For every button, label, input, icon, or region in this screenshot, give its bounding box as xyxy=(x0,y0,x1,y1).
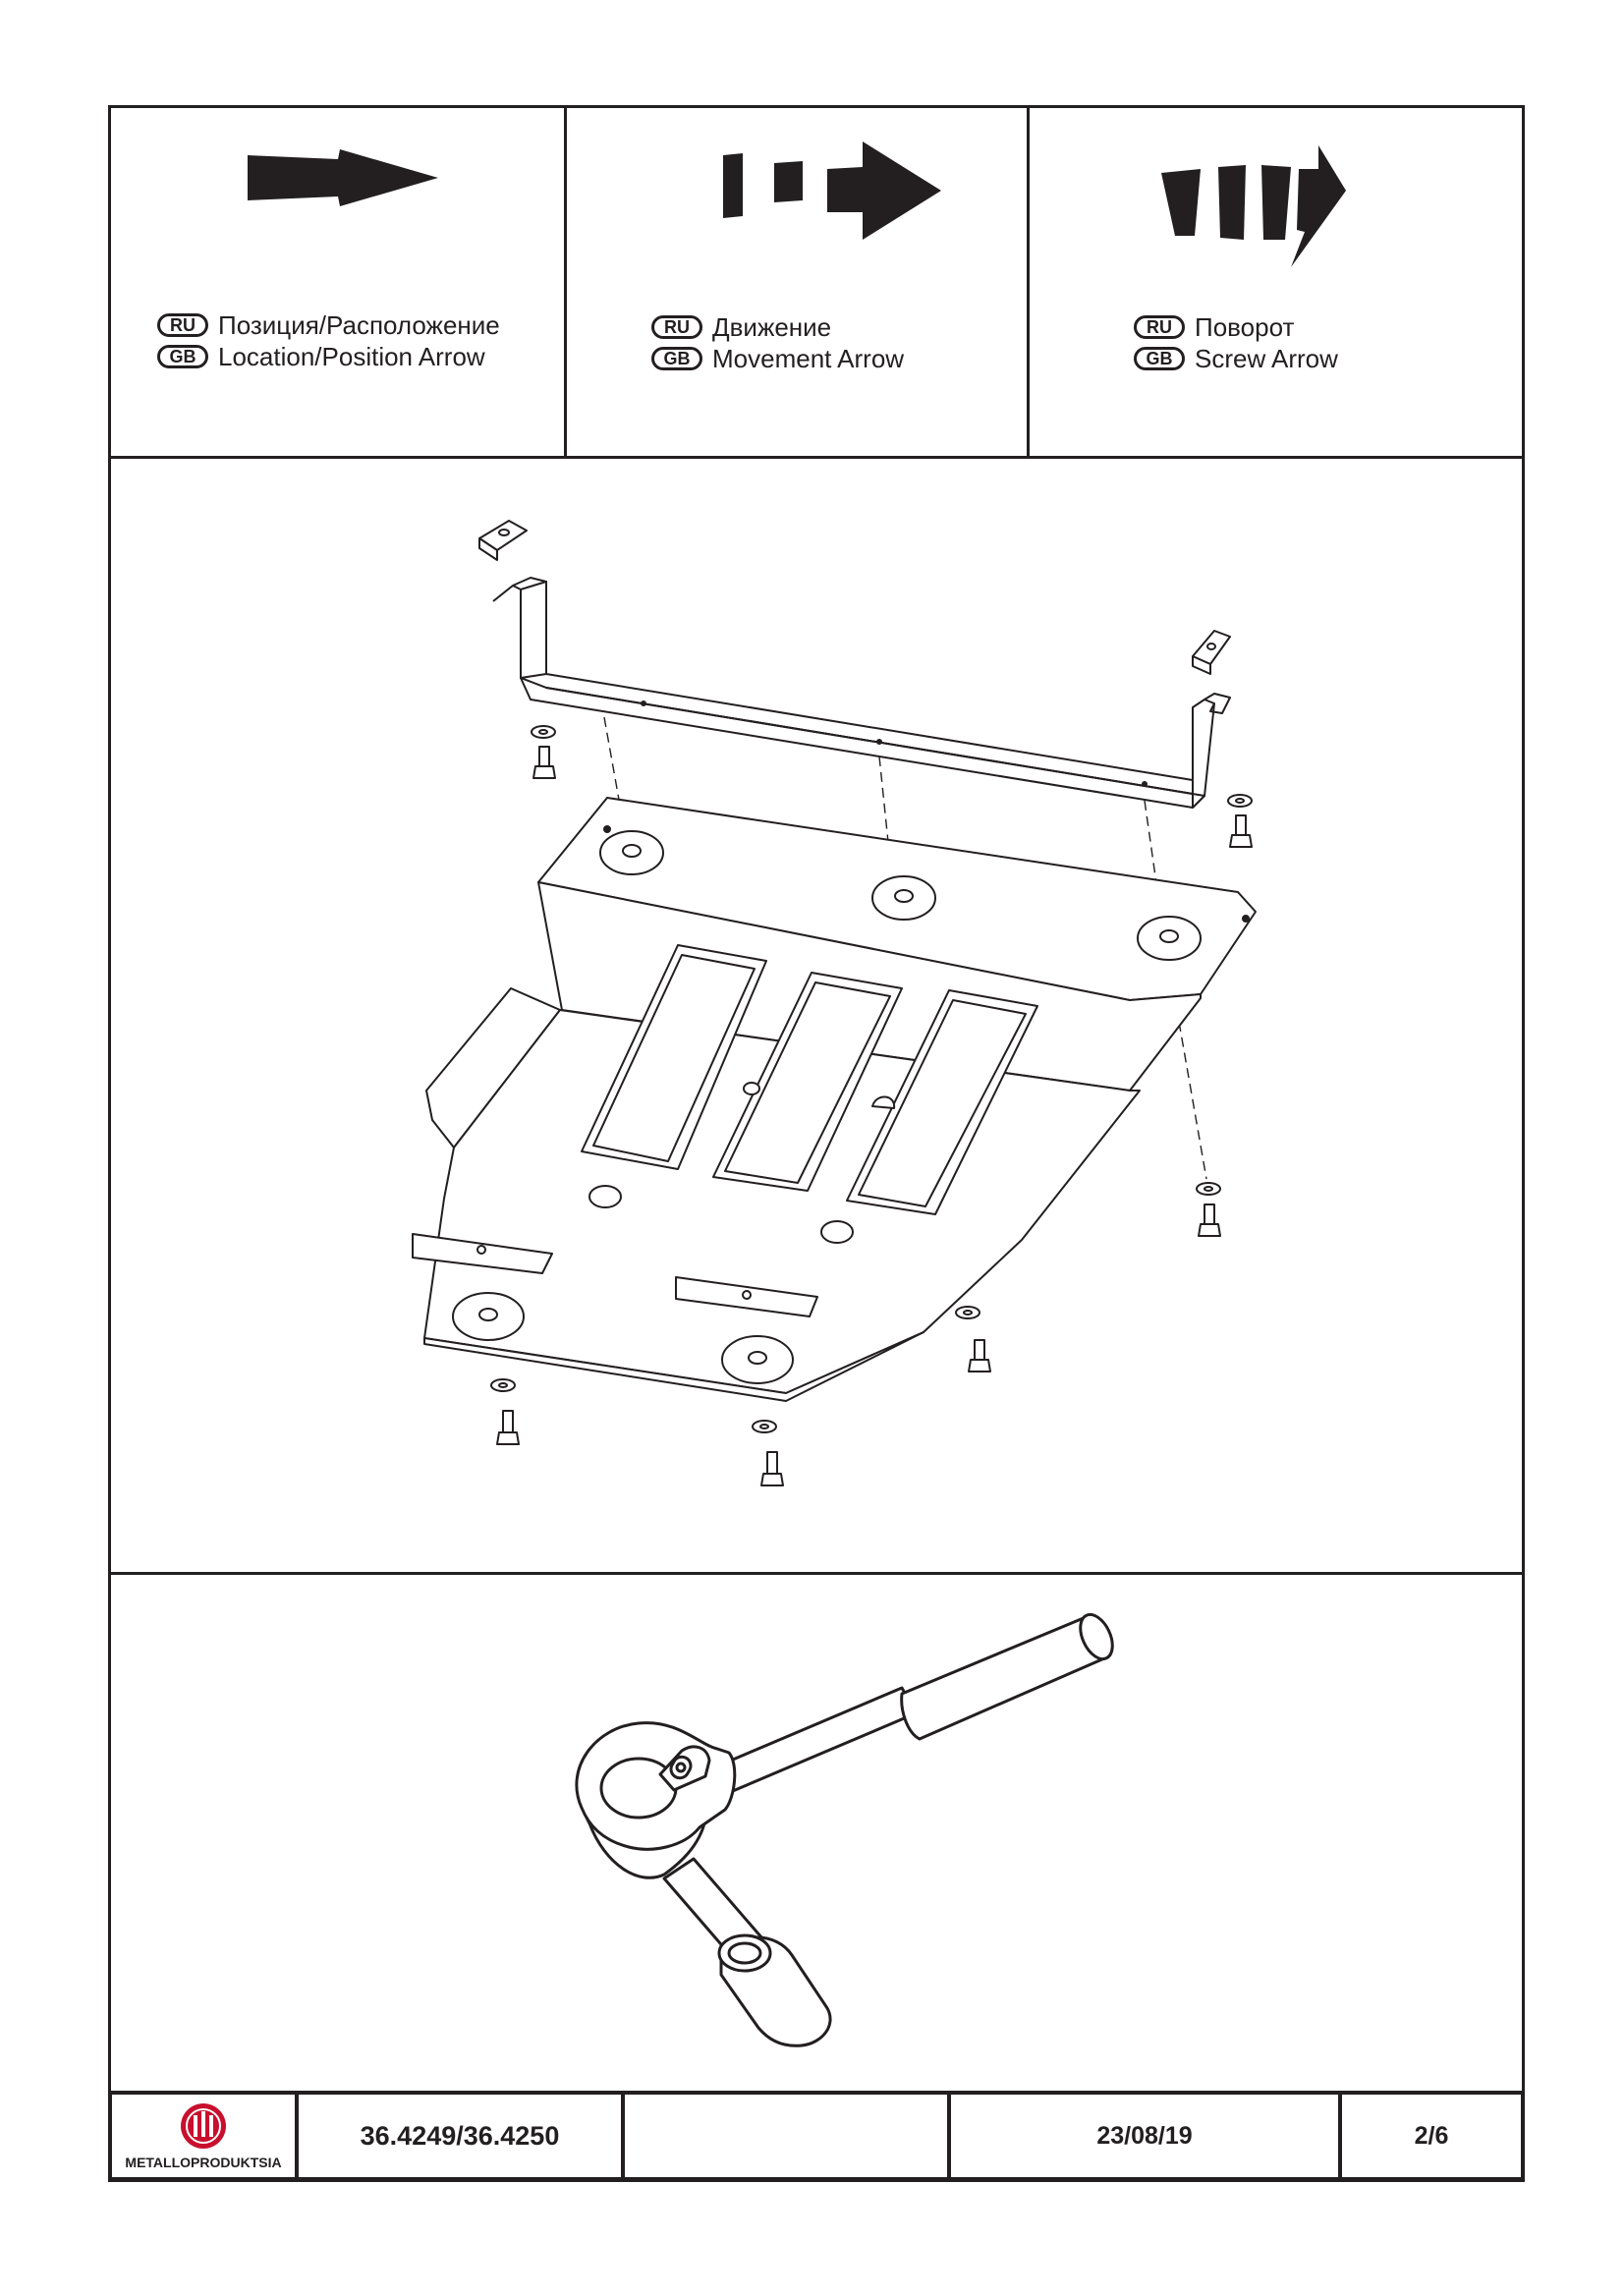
skid-plate xyxy=(412,797,1257,1402)
gb-badge: GB xyxy=(651,347,702,370)
logo-text: METALLOPRODUKTSIA xyxy=(125,2155,282,2170)
legend-screw: RU Поворот GB Screw Arrow xyxy=(1134,311,1338,374)
gb-badge: GB xyxy=(1134,347,1185,370)
ru-badge: RU xyxy=(1134,315,1185,339)
legend-movement: RU Движение GB Movement Arrow xyxy=(651,311,904,374)
legend-ru-text: Позиция/Расположение xyxy=(218,310,500,340)
title-block: METALLOPRODUKTSIA 36.4249/36.4250 23/08/… xyxy=(108,2091,1525,2181)
ru-badge: RU xyxy=(651,315,702,339)
legend-gb-text: Screw Arrow xyxy=(1195,344,1338,373)
date: 23/08/19 xyxy=(951,2095,1342,2177)
movement-arrow-icon xyxy=(723,141,941,240)
logo-cell: METALLOPRODUKTSIA xyxy=(112,2095,299,2177)
location-arrow-icon xyxy=(248,149,438,206)
page-number: 2/6 xyxy=(1414,2121,1449,2150)
gb-badge: GB xyxy=(157,345,208,368)
metalloproduktsia-logo-icon xyxy=(181,2103,226,2149)
bolt-set xyxy=(490,725,1253,1486)
clip-plate-left xyxy=(478,520,528,561)
legend-location: RU Позиция/Расположение GB Location/Positi… xyxy=(157,309,500,372)
legend-ru-text: Движение xyxy=(712,312,832,342)
ru-badge: RU xyxy=(157,313,208,337)
empty-cell xyxy=(625,2095,951,2177)
legend-ru-text: Поворот xyxy=(1195,312,1295,342)
cross-bracket xyxy=(492,577,1231,809)
screw-arrow-icon xyxy=(1161,145,1346,267)
legend-gb-text: Location/Position Arrow xyxy=(218,342,485,371)
legend-gb-text: Movement Arrow xyxy=(712,344,905,373)
assembly-divider xyxy=(108,1572,1525,1575)
clip-plate-right xyxy=(1192,630,1231,675)
legend-col-divider-1 xyxy=(564,105,567,457)
part-number: 36.4249/36.4250 xyxy=(299,2095,625,2177)
legend-col-divider-2 xyxy=(1027,105,1030,457)
legend-divider xyxy=(108,456,1525,459)
